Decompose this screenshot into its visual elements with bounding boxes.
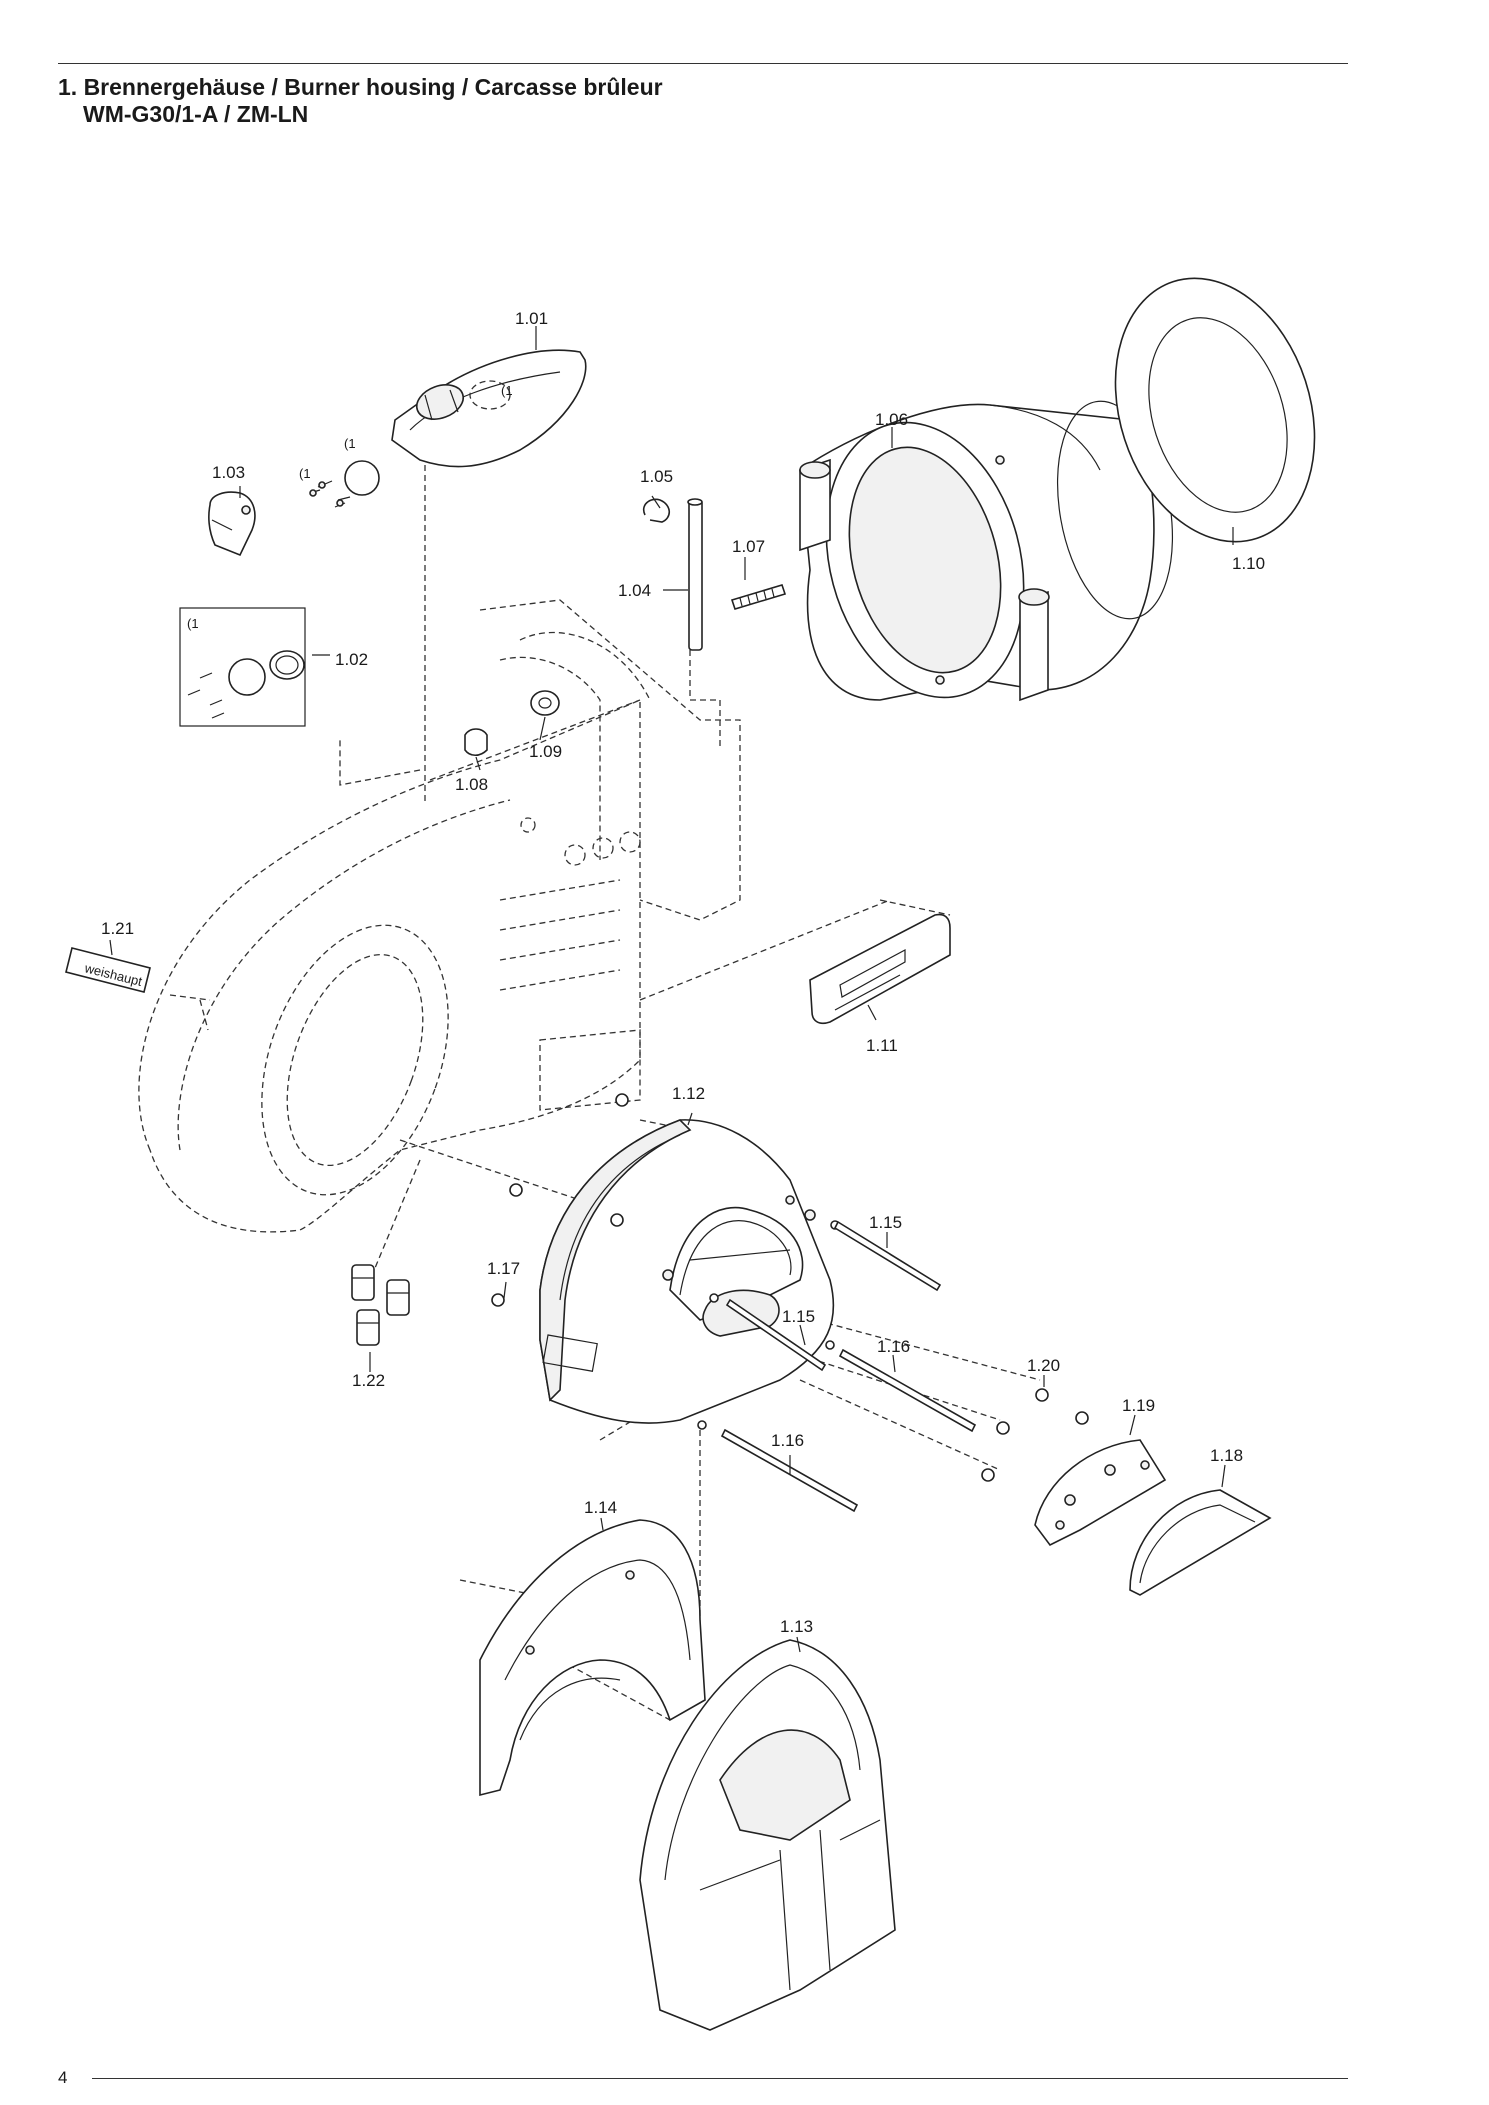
footnote-marker-2: (1 [344,436,356,451]
part-1-15-screws [725,1220,942,1372]
part-1-04-rod [687,498,703,651]
label-1-15-upper: 1.15 [869,1213,902,1232]
label-1-18: 1.18 [1210,1446,1243,1465]
screws-and-disc-upper [309,460,380,508]
part-1-21-nameplate: weishaupt [65,947,151,993]
part-labels: 1.01 1.06 1.03 1.05 1.07 1.04 1.10 1.02 … [101,309,1265,1636]
label-1-22: 1.22 [352,1371,385,1390]
top-rule [58,63,1348,64]
label-1-16-upper: 1.16 [877,1337,910,1356]
part-1-06-flange-tube [799,400,1174,702]
label-1-01: 1.01 [515,309,548,328]
label-1-15-lower: 1.15 [782,1307,815,1326]
bottom-rule [92,2078,1348,2079]
mounting-screws [491,1093,840,1430]
part-1-13-air-guide-lower [639,1639,896,2031]
part-1-09-washer [530,690,560,716]
part-1-07-threaded-stud [730,584,787,610]
label-1-19: 1.19 [1122,1396,1155,1415]
label-1-16-lower: 1.16 [771,1431,804,1450]
part-1-01-cover [391,349,587,468]
part-1-22-cable-glands [351,1264,410,1346]
label-1-21: 1.21 [101,919,134,938]
footnote-marker-4: (1 [187,616,199,631]
label-1-07: 1.07 [732,537,765,556]
label-1-17: 1.17 [487,1259,520,1278]
label-1-14: 1.14 [584,1498,617,1517]
label-1-03: 1.03 [212,463,245,482]
part-1-18-half-gasket [1129,1489,1272,1596]
part-1-14-air-guide [479,1519,706,1797]
label-1-12: 1.12 [672,1084,705,1103]
label-1-06: 1.06 [875,410,908,429]
title-line-2: WM-G30/1-A / ZM-LN [83,101,309,127]
part-1-08-plug [464,728,488,757]
part-1-12-fan-housing [539,1119,835,1424]
part-1-05-circlip [642,498,671,523]
part-1-03-cap [208,491,256,557]
footnote-marker-1: (1 [501,383,513,398]
footnote-marker-3: (1 [299,466,311,481]
label-1-04: 1.04 [618,581,651,600]
label-1-05: 1.05 [640,467,673,486]
burner-housing-outline [138,599,741,1233]
leader-lines [109,326,1234,1653]
part-1-10-gasket-ring [1114,277,1316,543]
label-1-09: 1.09 [529,742,562,761]
label-1-10: 1.10 [1232,554,1265,573]
page-title: 1. Brennergehäuse / Burner housing / Car… [58,74,663,128]
label-1-20: 1.20 [1027,1356,1060,1375]
label-1-13: 1.13 [780,1617,813,1636]
part-1-19-half-disc [1034,1439,1167,1547]
title-line-1: 1. Brennergehäuse / Burner housing / Car… [58,74,663,100]
part-1-02-kit-box [179,607,306,727]
label-1-02: 1.02 [335,650,368,669]
part-1-11-inspection-cover [809,899,951,1025]
page-number: 4 [58,2068,68,2087]
label-1-11: 1.11 [866,1036,898,1055]
part-1-20-nuts [981,1388,1089,1482]
label-1-08: 1.08 [455,775,488,794]
